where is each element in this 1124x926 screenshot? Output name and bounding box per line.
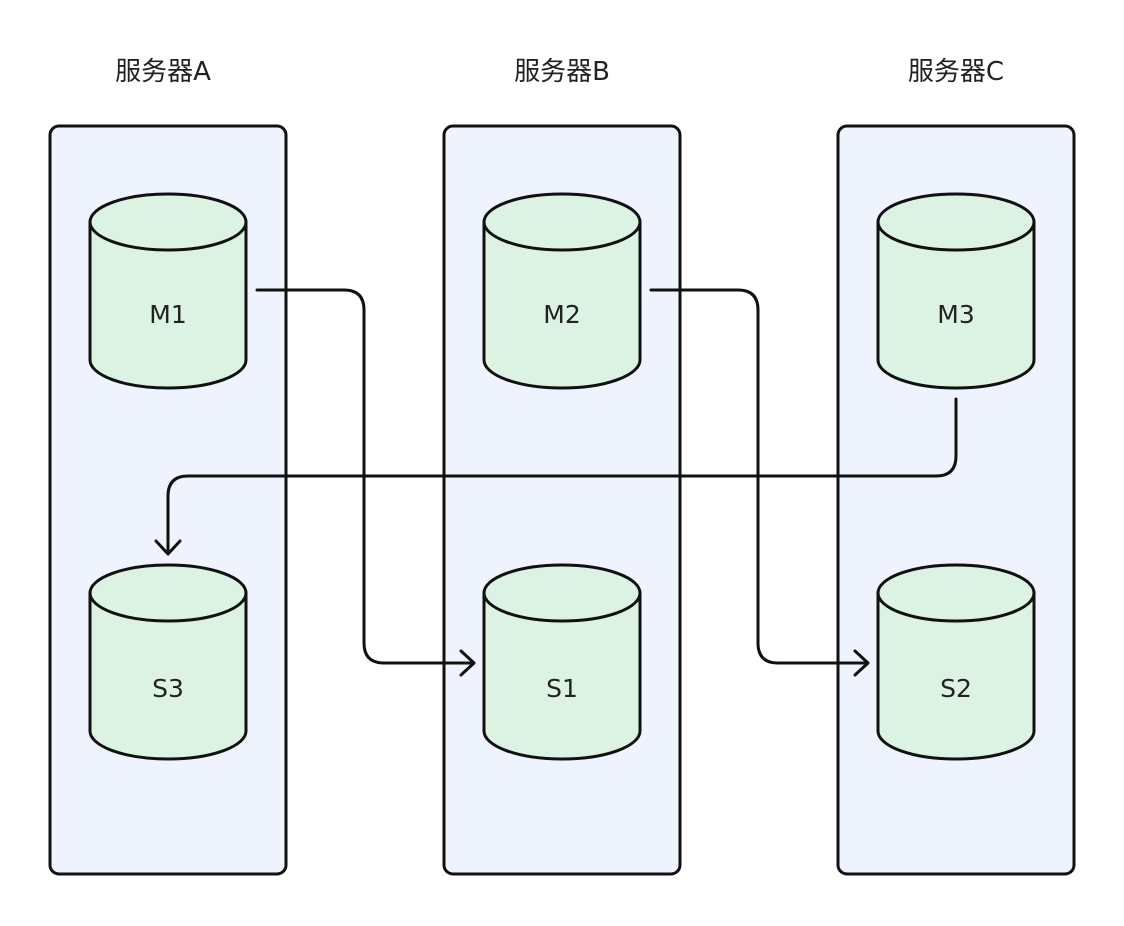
arrow-head-s2 xyxy=(853,649,870,677)
server-b-title: 服务器B xyxy=(514,57,610,87)
arrow-head-s1 xyxy=(459,649,476,677)
database-m2: M2 xyxy=(482,192,642,390)
server-c-title: 服务器C xyxy=(908,57,1004,87)
link-m3-s3 xyxy=(166,397,958,552)
server-a-title: 服务器A xyxy=(115,57,211,87)
database-m1-label: M1 xyxy=(149,300,186,329)
database-m2-label: M2 xyxy=(543,300,580,329)
database-s3: S3 xyxy=(88,563,248,761)
database-s3-label: S3 xyxy=(152,674,184,703)
database-s2-label: S2 xyxy=(940,674,972,703)
database-s1-label: S1 xyxy=(546,674,578,703)
database-s2: S2 xyxy=(876,563,1036,761)
database-s1: S1 xyxy=(482,563,642,761)
database-m3-label: M3 xyxy=(937,300,974,329)
database-m1: M1 xyxy=(88,192,248,390)
database-m3: M3 xyxy=(876,192,1036,390)
arrow-head-s3 xyxy=(154,539,182,556)
